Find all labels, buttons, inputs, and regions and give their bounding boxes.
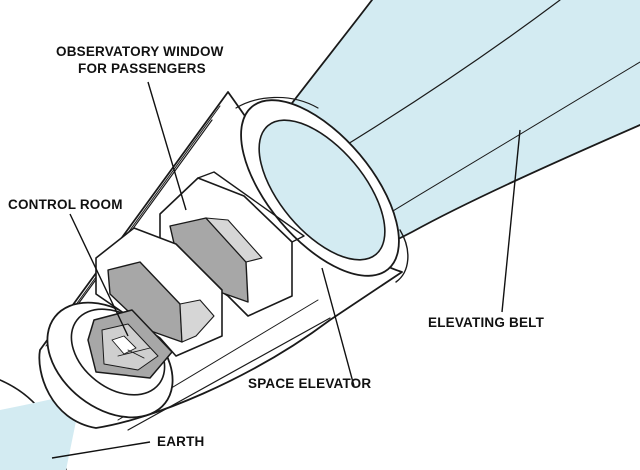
label-space-elevator: SPACE ELEVATOR: [248, 376, 371, 391]
upper-collar-ring: [235, 96, 409, 283]
leader-space-elevator: [321, 267, 355, 387]
label-observatory-window-line2: FOR PASSENGERS: [78, 61, 206, 76]
leader-observatory-window: [147, 81, 187, 211]
label-earth: EARTH: [157, 434, 205, 449]
label-control-room: CONTROL ROOM: [8, 197, 123, 212]
leader-earth: [51, 441, 151, 459]
observatory-window-lower: [95, 227, 223, 357]
label-elevating-belt: ELEVATING BELT: [428, 315, 545, 330]
leader-elevating-belt: [501, 129, 521, 313]
control-room-window: [87, 309, 173, 379]
label-observatory-window-line1: OBSERVATORY WINDOW: [56, 44, 224, 59]
leader-control-room: [69, 213, 129, 337]
